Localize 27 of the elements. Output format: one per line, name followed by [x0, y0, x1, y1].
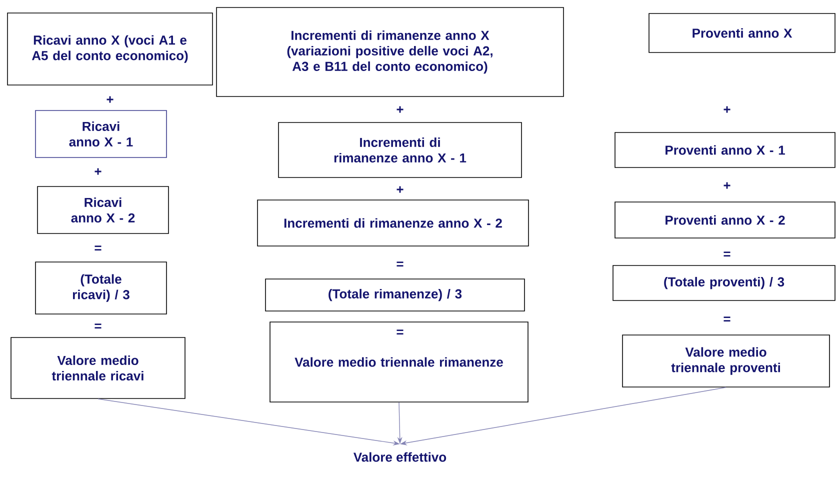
- process-box: Ricavi anno X - 1: [35, 110, 167, 158]
- process-box: Incrementi di rimanenze anno X - 1: [278, 122, 522, 178]
- operator-sign: +: [94, 168, 102, 175]
- result-text: Valore effettivo: [354, 452, 446, 462]
- process-box: Incrementi di rimanenze anno X (variazioni positive delle voci A2, A3 e B11 del conto economico): [216, 7, 564, 97]
- process-box: Ricavi anno X - 2: [37, 186, 169, 234]
- operator-sign: =: [396, 262, 404, 267]
- operator-sign: =: [94, 324, 102, 329]
- process-box: (Totale ricavi) / 3: [35, 262, 167, 314]
- process-box: Proventi anno X - 2: [614, 202, 836, 238]
- operator-sign: =: [396, 330, 404, 335]
- operator-sign: =: [724, 252, 730, 257]
- operator-sign: +: [106, 96, 114, 103]
- operator-sign: +: [396, 106, 404, 113]
- process-box: (Totale proventi) / 3: [612, 265, 836, 301]
- operator-sign: +: [724, 182, 730, 189]
- operator-sign: =: [94, 246, 102, 251]
- process-box: Incrementi di rimanenze anno X - 2: [257, 200, 529, 246]
- process-box: Valore medio triennale ricavi: [10, 337, 186, 399]
- process-box: Valore medio triennale proventi: [622, 334, 830, 388]
- operator-sign: +: [396, 186, 404, 193]
- process-box: Proventi anno X: [648, 13, 836, 53]
- process-box: Ricavi anno X (voci A1 e A5 del conto economico): [7, 12, 213, 86]
- process-box: (Totale rimanenze) / 3: [265, 278, 525, 312]
- process-box: Proventi anno X - 1: [614, 132, 836, 168]
- operator-sign: +: [724, 106, 730, 113]
- operator-sign: =: [724, 316, 730, 322]
